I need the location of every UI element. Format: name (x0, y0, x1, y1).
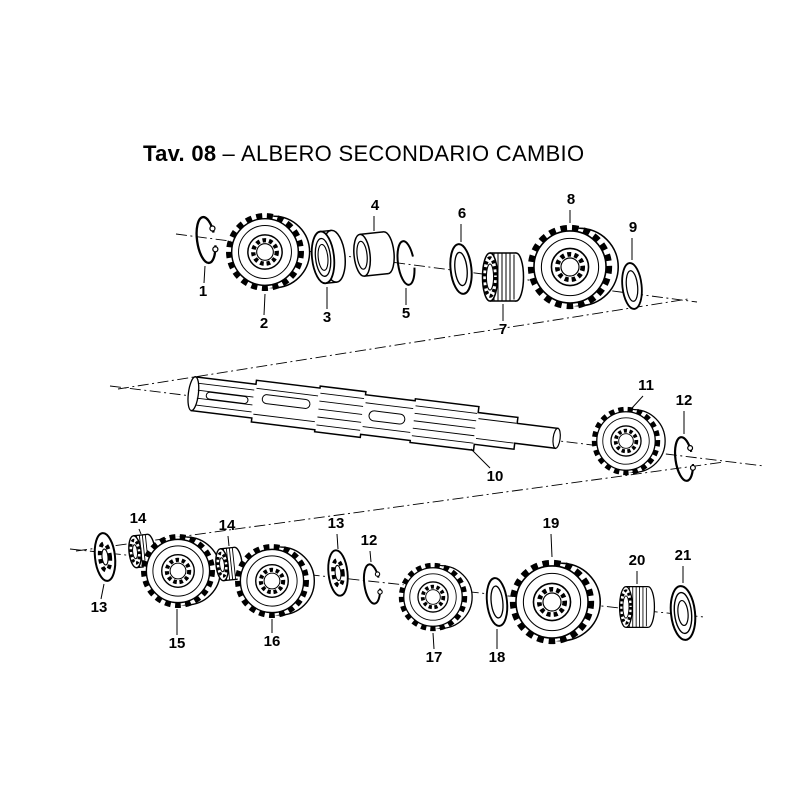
svg-text:5: 5 (402, 305, 410, 322)
part-13-tab-washer (90, 530, 120, 584)
callout-12: 12 (676, 392, 693, 434)
svg-text:2: 2 (260, 315, 268, 332)
callout-5: 5 (402, 288, 410, 322)
callout-12-second: 12 (361, 532, 378, 563)
part-19-gear (513, 563, 600, 641)
part-13-tab-washer-second (324, 547, 352, 599)
part-12-circlip-second (360, 562, 385, 606)
part-8-gear (531, 228, 618, 306)
axis-connector-upper (117, 298, 689, 390)
part-3-spacer-bushing (310, 229, 346, 285)
callout-3: 3 (323, 287, 331, 326)
svg-text:21: 21 (675, 547, 692, 564)
callout-2: 2 (260, 293, 268, 332)
callout-20: 20 (629, 552, 646, 584)
svg-text:15: 15 (169, 635, 186, 652)
svg-text:14: 14 (130, 510, 147, 527)
part-11-gear (594, 409, 665, 473)
callout-19: 19 (543, 515, 560, 558)
svg-text:19: 19 (543, 515, 560, 532)
callout-13: 13 (91, 583, 108, 616)
svg-text:13: 13 (91, 599, 108, 616)
svg-text:9: 9 (629, 219, 637, 236)
part-9-washer (619, 261, 645, 311)
part-7-needle-bearing (480, 251, 526, 303)
callout-10: 10 (470, 448, 504, 485)
svg-text:1: 1 (199, 283, 207, 300)
svg-text:11: 11 (638, 377, 654, 394)
svg-text:17: 17 (426, 649, 443, 666)
callout-14: 14 (130, 510, 147, 535)
callout-4: 4 (371, 197, 380, 231)
part-12-circlip (671, 434, 699, 484)
callout-16: 16 (264, 619, 281, 650)
callout-18: 18 (489, 629, 506, 666)
part-21-washer (669, 585, 697, 641)
part-1-circlip (192, 214, 221, 266)
svg-text:20: 20 (629, 552, 646, 569)
page-title: Tav. 08–ALBERO SECONDARIO CAMBIO (143, 141, 584, 167)
callout-9: 9 (629, 219, 637, 260)
callout-21: 21 (675, 547, 692, 583)
svg-text:10: 10 (487, 468, 504, 485)
callout-7: 7 (499, 304, 507, 338)
callout-11: 11 (631, 377, 654, 409)
svg-text:6: 6 (458, 205, 466, 222)
table-number: Tav. 08 (143, 141, 217, 166)
callout-8: 8 (567, 191, 575, 223)
svg-text:18: 18 (489, 649, 506, 666)
part-16-gear (238, 547, 315, 616)
part-15-gear (144, 537, 221, 606)
svg-text:3: 3 (323, 309, 331, 326)
part-6-washer (447, 242, 475, 296)
part-18-washer (483, 576, 511, 628)
callout-15: 15 (169, 609, 186, 652)
svg-text:13: 13 (328, 515, 345, 532)
callout-14-second: 14 (219, 517, 236, 547)
title-separator: – (222, 141, 235, 166)
part-5-snap-ring (394, 239, 418, 287)
part-10-secondary-shaft (187, 375, 561, 452)
svg-text:8: 8 (567, 191, 575, 208)
callout-13-second: 13 (328, 515, 345, 550)
part-2-gear (229, 216, 310, 289)
svg-text:16: 16 (264, 633, 281, 650)
title-text: ALBERO SECONDARIO CAMBIO (241, 141, 585, 166)
part-20-needle-bearing (618, 585, 656, 629)
svg-text:14: 14 (219, 517, 236, 534)
svg-text:12: 12 (676, 392, 693, 409)
callout-1: 1 (199, 265, 207, 300)
callout-17: 17 (426, 632, 443, 666)
svg-text:4: 4 (371, 197, 380, 214)
callouts: 1 2 3 4 5 6 7 (91, 191, 693, 666)
svg-text:7: 7 (499, 321, 507, 338)
svg-text:12: 12 (361, 532, 378, 549)
callout-6: 6 (458, 205, 466, 242)
part-4-bushing (353, 231, 395, 277)
part-17-gear (401, 565, 472, 629)
